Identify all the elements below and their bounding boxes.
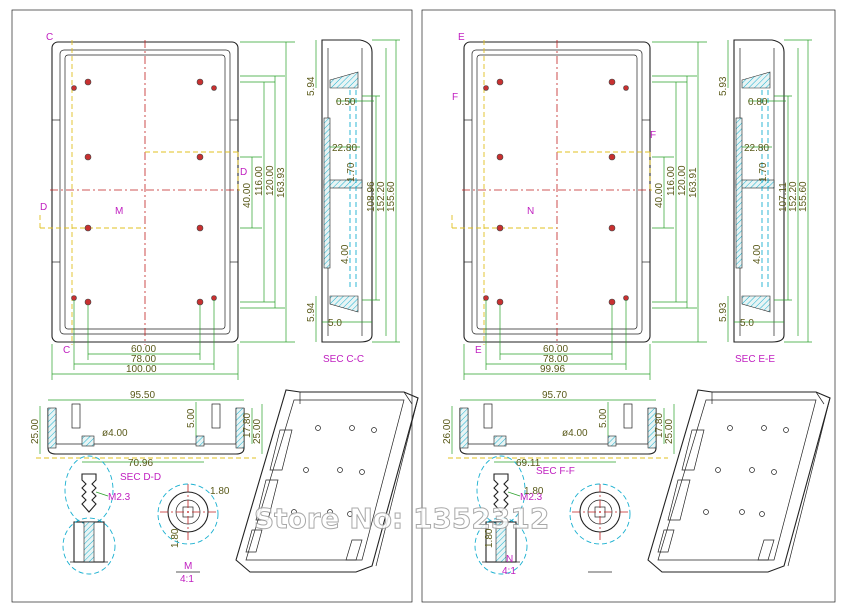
side-dim-rib: 1.70 <box>346 162 357 182</box>
width-dim-60: 60.00 <box>131 344 156 355</box>
left-sheet-frame <box>11 9 413 603</box>
height-dim-40: 40.00 <box>654 183 665 208</box>
detail-dim-b: 1.80 <box>484 528 495 548</box>
section-title-e-e: SEC E-E <box>735 354 775 365</box>
width-dim-99: 99.96 <box>540 364 565 375</box>
side-height-inner: 107.11 <box>778 182 789 212</box>
bottom-dim-inner: 17.80 <box>242 413 253 438</box>
bottom-dim-depth: 26.00 <box>442 419 453 444</box>
section-mark-d-right: D <box>240 167 247 178</box>
section-mark-f-right: F <box>650 130 656 141</box>
height-dim-120: 120.00 <box>265 165 276 196</box>
width-dim-78: 78.00 <box>131 354 156 365</box>
section-mark-f-left: F <box>452 92 458 103</box>
bottom-dim-rib: 5.00 <box>186 408 197 428</box>
bottom-width: 95.70 <box>542 390 567 401</box>
side-dim-wall: 0.50 <box>336 97 356 108</box>
height-dim-163: 163.91 <box>688 167 699 198</box>
side-height-outer: 155.60 <box>798 181 809 212</box>
width-dim-100: 100.00 <box>126 364 157 375</box>
screw-label: M2.3 <box>108 492 131 503</box>
bottom-dim-span: 69.11 <box>516 458 541 469</box>
side-dim-boss: 4.00 <box>340 244 351 264</box>
section-mark-c-bottom: C <box>63 345 70 356</box>
bottom-dim-hole: ø4.00 <box>562 428 588 439</box>
height-dim-40: 40.00 <box>242 183 253 208</box>
bottom-dim-span: 70.96 <box>128 458 153 469</box>
side-height-mid: 152.20 <box>376 181 387 212</box>
section-mark-d-left: D <box>40 202 47 213</box>
height-dim-120: 120.00 <box>677 165 688 196</box>
section-mark-c-top: C <box>46 32 53 43</box>
detail-mark-m: M <box>115 206 123 217</box>
side-dim-bottom: 5.93 <box>718 302 729 322</box>
side-dim-step: 5.0 <box>740 318 754 329</box>
store-watermark: Store No: 1352312 <box>254 502 549 535</box>
side-dim-top: 5.94 <box>306 76 317 96</box>
side-dim-depth: 22.80 <box>332 143 357 154</box>
bottom-width: 95.50 <box>130 390 155 401</box>
section-title-f-f: SEC F-F <box>536 466 575 477</box>
height-dim-163: 163.93 <box>276 167 287 198</box>
side-dim-step: 5.0 <box>328 318 342 329</box>
side-dim-rib: 1.70 <box>758 162 769 182</box>
height-dim-116: 116.00 <box>666 166 677 196</box>
detail-dim-a: 1.80 <box>524 486 544 497</box>
detail-mark-n: N <box>527 206 534 217</box>
section-mark-e-top: E <box>458 32 465 43</box>
detail-dim-b: 1.80 <box>170 528 181 548</box>
bottom-dim-inner: 17.80 <box>654 413 665 438</box>
left-sheet: C C D D M 60.00 78.00 100.00 40.00 116.0… <box>30 32 419 585</box>
bottom-dim-rib: 5.00 <box>598 408 609 428</box>
right-sheet: E E F F N 60.00 78.00 99.96 40.00 116.00… <box>442 32 831 577</box>
bottom-dim-hole: ø4.00 <box>102 428 128 439</box>
section-mark-e-bottom: E <box>475 345 482 356</box>
right-sheet-geometry <box>447 39 831 575</box>
detail-title-m: M <box>184 561 192 572</box>
side-dim-boss: 4.00 <box>752 244 763 264</box>
side-dim-top: 5.93 <box>718 76 729 96</box>
detail-scale-m: 4:1 <box>180 574 194 585</box>
bottom-dim-depth: 25.00 <box>30 419 41 444</box>
side-height-inner: 108.96 <box>366 181 377 212</box>
right-sheet-frame <box>421 9 836 603</box>
section-title-c-c: SEC C-C <box>323 354 364 365</box>
bottom-dim-outer: 25.00 <box>664 419 675 444</box>
side-height-mid: 152.20 <box>788 181 799 212</box>
side-dim-depth: 22.80 <box>744 143 769 154</box>
side-dim-bottom: 5.94 <box>306 302 317 322</box>
detail-title-n: N <box>506 554 513 565</box>
height-dim-116: 116.00 <box>254 166 265 196</box>
width-dim-60: 60.00 <box>543 344 568 355</box>
side-dim-wall: 0.80 <box>748 97 768 108</box>
bottom-dim-outer: 25.00 <box>252 419 263 444</box>
detail-dim-a: 1.80 <box>210 486 230 497</box>
screw-label: M2.3 <box>520 492 543 503</box>
detail-scale-n: 4:1 <box>502 566 516 577</box>
section-title-d-d: SEC D-D <box>120 472 161 483</box>
width-dim-78: 78.00 <box>543 354 568 365</box>
side-height-outer: 155.60 <box>386 181 397 212</box>
